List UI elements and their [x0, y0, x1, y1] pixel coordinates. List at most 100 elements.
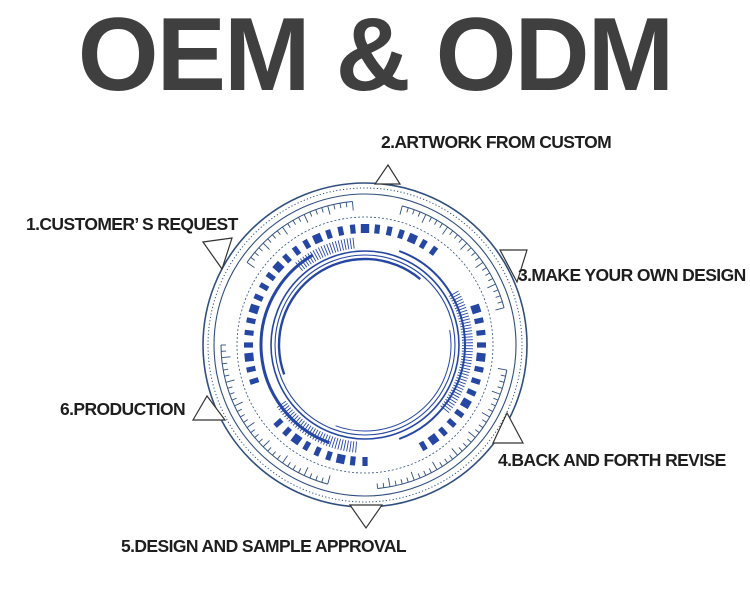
tick-scale-arc	[402, 205, 505, 308]
scale-tick	[282, 455, 288, 464]
scale-tick	[387, 477, 391, 487]
scale-tick	[258, 438, 263, 443]
comb-line	[304, 254, 312, 265]
scale-tick	[292, 465, 296, 470]
comb-line	[461, 356, 473, 359]
triangle-marker-icon	[499, 249, 528, 284]
inner-circle-2	[274, 254, 456, 436]
tick-scale-arc	[220, 344, 328, 485]
block-segment	[475, 352, 486, 362]
scale-tick	[231, 397, 237, 401]
block-segment	[385, 226, 393, 236]
scale-tick	[298, 217, 302, 222]
scale-tick	[475, 262, 484, 268]
comb-line	[292, 417, 301, 426]
scale-tick	[315, 475, 318, 481]
scale-tick	[250, 429, 255, 434]
comb-line	[328, 436, 334, 448]
comb-line	[443, 401, 454, 409]
comb-line	[441, 403, 452, 411]
block-segment	[459, 397, 472, 410]
inner-band	[259, 253, 330, 445]
scale-tick	[339, 203, 342, 209]
scale-tick	[327, 205, 331, 215]
comb-line	[315, 248, 322, 259]
scale-tick	[458, 447, 463, 452]
scale-tick	[276, 455, 281, 460]
comb-line	[346, 238, 350, 250]
step-label-artwork-from-custom: 2.ARTWORK FROM CUSTOM	[381, 132, 612, 152]
scale-tick	[224, 374, 230, 377]
block-segment	[246, 317, 256, 325]
scale-tick	[428, 468, 432, 473]
comb-line	[334, 438, 339, 449]
scale-tick	[471, 252, 476, 256]
comb-line	[453, 384, 464, 391]
step-label-back-and-forth-revise: 4.BACK AND FORTH REVISE	[498, 450, 726, 470]
comb-line	[352, 441, 355, 453]
comb-line	[459, 321, 471, 325]
comb-line	[457, 312, 469, 317]
scale-tick	[400, 479, 403, 485]
scale-tick	[495, 295, 501, 298]
scale-tick	[497, 386, 503, 389]
comb-line	[450, 389, 461, 396]
triangle-marker-icon	[492, 411, 524, 444]
comb-line	[307, 253, 314, 263]
comb-line	[352, 237, 355, 249]
scale-tick	[258, 247, 263, 252]
scale-tick	[468, 431, 476, 438]
comb-line	[450, 293, 461, 300]
comb-line	[458, 369, 470, 374]
comb-line	[355, 441, 357, 453]
comb-line	[461, 330, 473, 333]
comb-line	[445, 398, 455, 406]
scale-tick	[417, 211, 421, 217]
scale-tick	[222, 362, 228, 365]
comb-line	[302, 423, 310, 434]
scale-tick	[250, 256, 255, 261]
comb-line	[297, 260, 306, 270]
scale-tick	[303, 214, 309, 223]
scale-tick	[321, 207, 324, 213]
comb-line	[456, 309, 468, 315]
scale-tick	[458, 238, 463, 243]
block-segment	[397, 229, 405, 240]
inner-arc-thin	[335, 329, 452, 432]
inner-band	[398, 250, 466, 440]
scale-tick	[423, 470, 427, 476]
block-segment	[418, 440, 428, 452]
scale-tick	[282, 226, 288, 235]
step-label-customer-request: 1.CUSTOMER’ S REQUEST	[26, 214, 238, 234]
block-segment	[248, 303, 260, 315]
comb-line	[312, 429, 319, 440]
comb-line	[290, 415, 299, 424]
scale-tick	[406, 477, 409, 483]
block-segment	[337, 226, 345, 236]
comb-line	[459, 318, 470, 322]
block-segment	[302, 440, 312, 452]
triangle-marker-icon	[348, 504, 384, 530]
block-segment	[335, 453, 346, 465]
scale-ring	[213, 193, 517, 497]
scale-tick	[428, 217, 432, 222]
comb-line	[320, 433, 326, 444]
comb-line	[461, 350, 473, 353]
comb-line	[295, 261, 303, 271]
block-segment	[474, 317, 484, 325]
comb-line	[346, 440, 349, 452]
scale-tick	[246, 422, 255, 428]
page-title: OEM & ODM	[77, 0, 674, 113]
scale-tick	[500, 374, 506, 377]
scale-tick	[475, 429, 480, 434]
scale-tick	[467, 247, 472, 252]
comb-line	[334, 241, 339, 252]
scale-tick	[439, 461, 443, 467]
scale-tick	[292, 220, 296, 225]
comb-line	[276, 400, 287, 408]
scale-tick	[485, 272, 490, 276]
comb-line	[461, 353, 473, 356]
scale-tick	[315, 209, 318, 215]
block-segment	[349, 456, 356, 466]
